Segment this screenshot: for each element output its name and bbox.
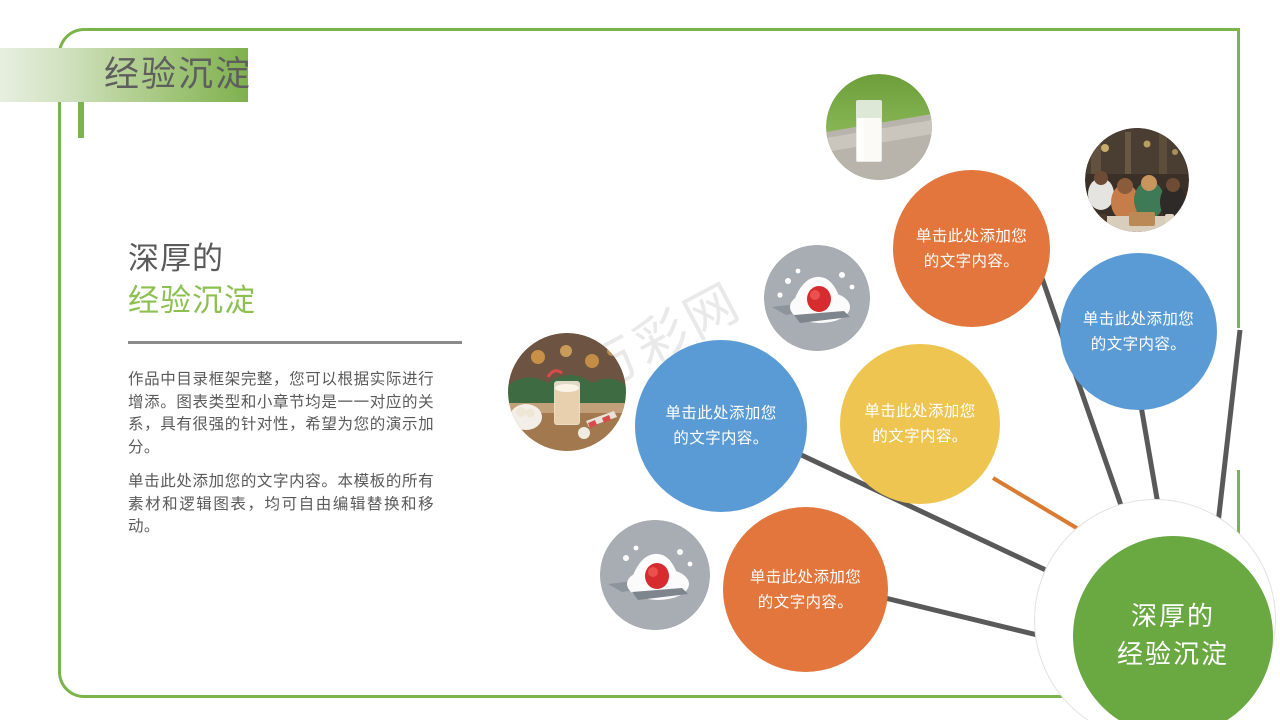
bubble-yellow-center[interactable]: 单击此处添加您 的文字内容。 [840,344,1000,504]
bubble-blue-left[interactable]: 单击此处添加您 的文字内容。 [635,340,807,512]
bubble-blue-left-line1: 单击此处添加您 [665,405,777,422]
header-gradient-bar [0,48,248,102]
slide-border-right-upper [1237,28,1240,328]
body-paragraph-1: 作品中目录框架完整，您可以根据实际进行增添。图表类型和小章节均是一一对应的关系，… [128,371,434,456]
bubble-yellow-center-line1: 单击此处添加您 [864,403,976,420]
bubble-blue-left-line2: 的文字内容。 [673,430,769,447]
bubble-blue-right[interactable]: 单击此处添加您 的文字内容。 [1060,253,1217,410]
page-title: 经验沉淀 [104,55,253,94]
photo-christmas-drink [508,333,626,451]
lead-heading-line2: 经验沉淀 [128,283,256,318]
header-green-tick [78,102,84,138]
bubble-orange-bottom[interactable]: 单击此处添加您 的文字内容。 [723,507,888,672]
body-paragraph-2: 单击此处添加您的文字内容。本模板的所有素材和逻辑图表，均可自由编辑替换和移动。 [128,473,434,535]
lead-divider [128,341,462,344]
hub-line1: 深厚的 [1130,602,1215,631]
hub-green-circle[interactable]: 深厚的 经验沉淀 [1073,536,1273,720]
hub-line2: 经验沉淀 [1116,640,1229,669]
photo-milk-glass [826,74,932,180]
bubble-orange-top[interactable]: 单击此处添加您 的文字内容。 [893,170,1050,327]
lead-heading-line1: 深厚的 [128,241,224,276]
photo-people-cafe [1085,128,1189,232]
bubble-orange-top-line1: 单击此处添加您 [915,227,1028,245]
photo-strawberry-splash-top [764,245,870,351]
bubble-orange-bottom-line1: 单击此处添加您 [749,568,862,586]
bubble-orange-bottom-line2: 的文字内容。 [757,593,854,611]
bubble-blue-right-line2: 的文字内容。 [1090,335,1187,353]
slide-border-frame [58,28,1240,698]
bubble-yellow-center-line2: 的文字内容。 [872,428,968,445]
bubble-blue-right-line1: 单击此处添加您 [1082,310,1195,328]
lead-heading: 深厚的 经验沉淀 [128,238,488,322]
bubble-orange-top-line2: 的文字内容。 [923,252,1020,270]
photo-strawberry-splash-bottom [600,520,710,630]
